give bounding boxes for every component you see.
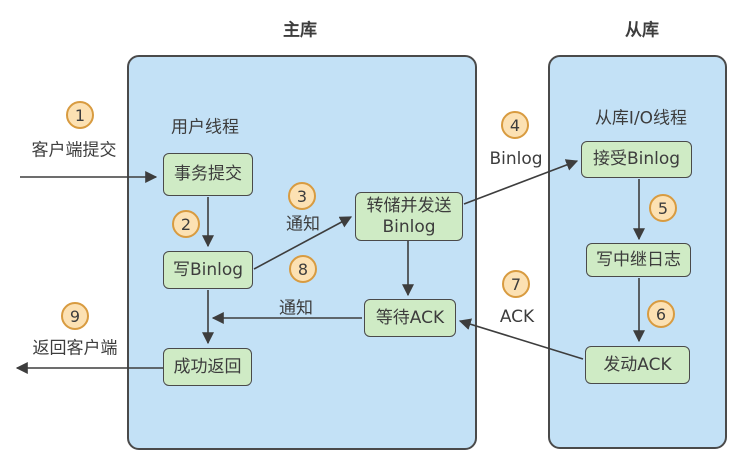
- step-9-number: 9: [69, 306, 81, 326]
- dump-send-line2: Binlog: [382, 216, 436, 237]
- box-dump-send-binlog: 转储并发送 Binlog: [355, 192, 463, 241]
- box-wait-ack: 等待ACK: [364, 299, 456, 337]
- step-circle-4: 4: [501, 111, 529, 139]
- step-7-number: 7: [510, 274, 522, 294]
- arrow-dump-send-to-recv-binlog: [463, 159, 579, 205]
- step-circle-2: 2: [172, 210, 200, 238]
- slave-io-thread-label: 从库I/O线程: [594, 108, 688, 129]
- user-thread-label: 用户线程: [171, 117, 239, 138]
- box-send-ack: 发动ACK: [585, 346, 690, 384]
- step-5-number: 5: [657, 198, 669, 218]
- step-1-label: 客户端提交: [31, 140, 117, 161]
- step-7-label: ACK: [499, 307, 535, 327]
- box-write-binlog-label: 写Binlog: [172, 259, 244, 280]
- step-circle-8: 8: [289, 255, 317, 283]
- box-write-relay-log: 写中继日志: [586, 243, 691, 277]
- step-circle-5: 5: [649, 194, 677, 222]
- step-6-number: 6: [655, 304, 667, 324]
- step-circle-7: 7: [502, 270, 530, 298]
- step-4-number: 4: [509, 115, 521, 135]
- box-recv-binlog-label: 接受Binlog: [592, 149, 681, 170]
- step-3-label: 通知: [286, 214, 320, 235]
- box-success-return-label: 成功返回: [173, 356, 242, 377]
- box-write-binlog: 写Binlog: [163, 251, 253, 289]
- dump-send-line1: 转储并发送: [366, 196, 452, 217]
- step-circle-6: 6: [647, 300, 675, 328]
- box-txn-commit-label: 事务提交: [174, 164, 242, 185]
- step-1-number: 1: [74, 105, 86, 125]
- box-recv-binlog: 接受Binlog: [581, 141, 692, 178]
- box-write-relay-log-label: 写中继日志: [596, 249, 681, 270]
- arrow-send-ack-to-wait-ack: [458, 318, 584, 360]
- step-circle-3: 3: [288, 182, 316, 210]
- step-8-label: 通知: [279, 298, 313, 319]
- arrow-write-binlog-to-dump-send: [253, 216, 353, 270]
- step-9-label: 返回客户端: [32, 338, 118, 359]
- step-2-number: 2: [180, 214, 192, 234]
- step-4-label: Binlog: [489, 149, 543, 169]
- step-8-number: 8: [297, 259, 309, 279]
- box-dump-send-binlog-label: 转储并发送 Binlog: [367, 196, 452, 237]
- step-circle-9: 9: [61, 302, 89, 330]
- step-circle-1: 1: [66, 101, 94, 129]
- step-3-number: 3: [296, 186, 308, 206]
- box-send-ack-label: 发动ACK: [603, 354, 672, 375]
- box-txn-commit: 事务提交: [163, 153, 253, 196]
- master-title: 主库: [283, 20, 317, 41]
- slave-title: 从库: [625, 20, 659, 41]
- box-success-return: 成功返回: [163, 348, 252, 386]
- box-wait-ack-label: 等待ACK: [375, 307, 445, 328]
